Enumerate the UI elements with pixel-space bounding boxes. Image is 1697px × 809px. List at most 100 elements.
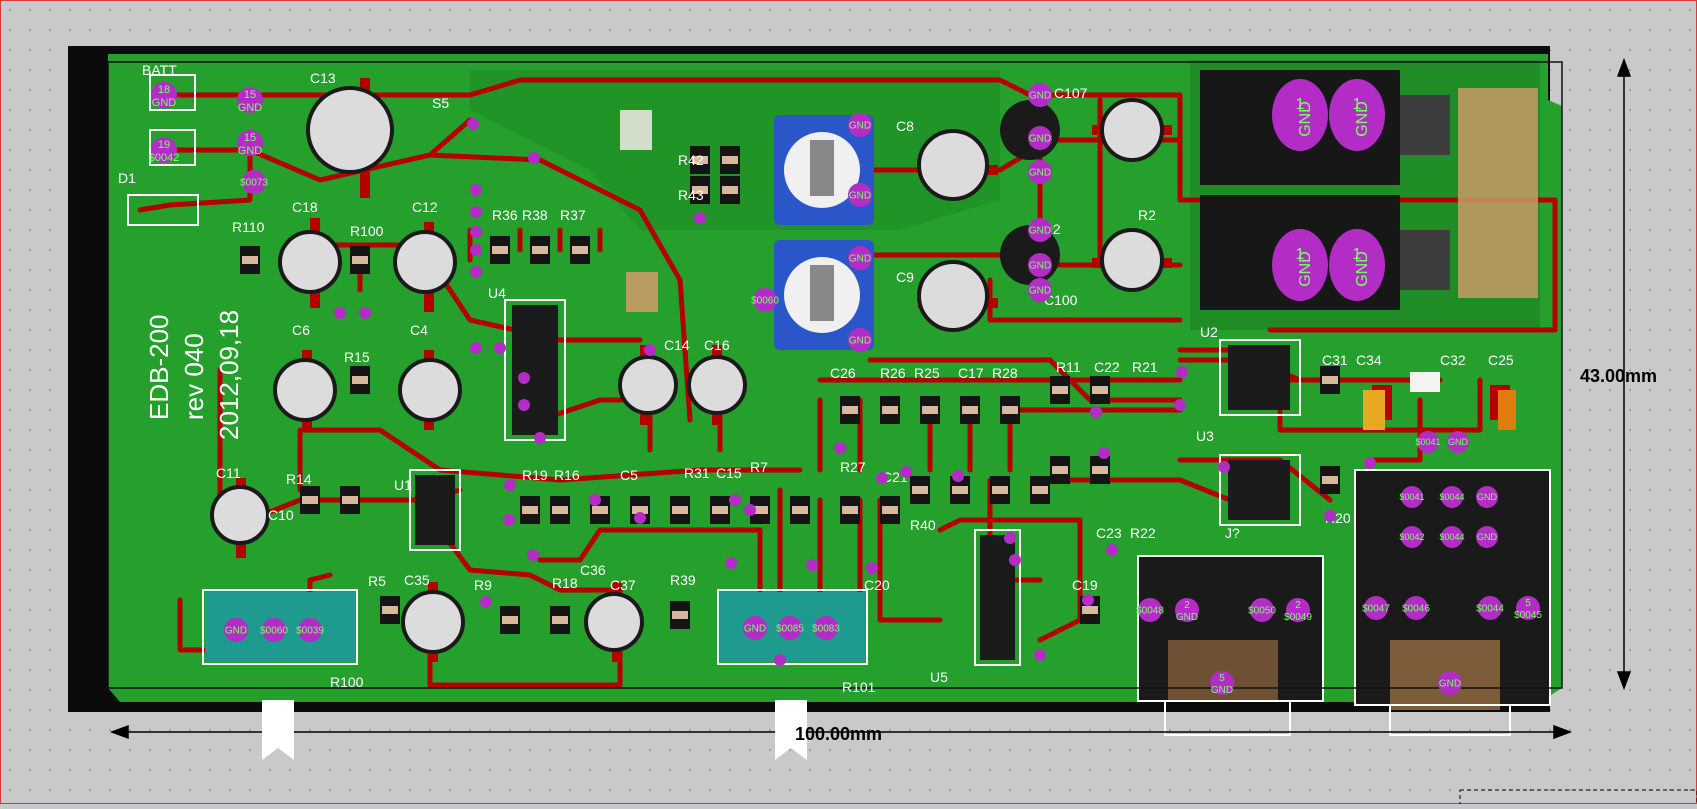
component-designator: R37 — [560, 207, 586, 223]
pad-net-label: GND — [1211, 685, 1233, 696]
via — [1004, 532, 1016, 544]
via — [1034, 649, 1046, 661]
via — [866, 562, 878, 574]
pad-shape — [1329, 229, 1385, 301]
pad[interactable]: GND — [848, 246, 872, 270]
pad[interactable]: $0047 — [1362, 596, 1390, 620]
pad-shape — [1272, 79, 1328, 151]
pad[interactable]: GND — [1028, 278, 1052, 302]
smd-body — [752, 506, 768, 514]
component-designator: U2 — [1200, 324, 1218, 340]
component-designator: R39 — [670, 572, 696, 588]
smd-body — [692, 156, 708, 164]
pad-net-label: $0073 — [240, 177, 268, 188]
smd-body — [672, 611, 688, 619]
pad[interactable]: $0044 — [1439, 486, 1465, 508]
pad[interactable]: $0044 — [1476, 596, 1504, 620]
pad-net-label: $0083 — [812, 623, 840, 634]
pad[interactable]: GND — [848, 113, 872, 137]
component-designator: R2 — [1138, 207, 1156, 223]
pad-net-label: GND — [1448, 437, 1469, 447]
component-designator: C4 — [410, 322, 428, 338]
component-designator: BATT — [142, 62, 177, 78]
pad-shape — [1404, 596, 1428, 620]
smd-body — [922, 406, 938, 414]
via — [1098, 447, 1110, 459]
pad-net-label: GND — [1297, 251, 1314, 287]
pad[interactable]: GND — [1028, 126, 1052, 150]
pad-shape — [1441, 486, 1463, 508]
component-designator: R25 — [914, 365, 940, 381]
pad[interactable]: $0060 — [260, 618, 288, 642]
pad[interactable]: $0073 — [240, 170, 268, 194]
pad-number: 1 — [1296, 246, 1305, 263]
component-designator: R7 — [750, 459, 768, 475]
pad[interactable]: GND — [848, 183, 872, 207]
pad[interactable]: 5$0045 — [1514, 596, 1542, 621]
bottom-connectors — [1138, 470, 1550, 710]
pad[interactable]: GND — [1028, 218, 1052, 242]
pad-net-label: GND — [1029, 133, 1051, 144]
via — [1082, 594, 1094, 606]
component-designator: R22 — [1130, 525, 1156, 541]
pad[interactable]: GND — [224, 618, 248, 642]
pad[interactable]: $0046 — [1402, 596, 1430, 620]
component-designator: C11 — [216, 465, 241, 481]
pad[interactable]: $0083 — [812, 616, 840, 640]
pad[interactable]: GND — [1476, 486, 1498, 508]
pad[interactable]: $0041 — [1415, 431, 1441, 453]
pad[interactable]: $0039 — [296, 618, 324, 642]
smd-body — [522, 506, 538, 514]
component-designator: R27 — [840, 459, 866, 475]
via — [1364, 457, 1376, 469]
pad-net-label: $0042 — [149, 152, 180, 164]
pad-shape — [1138, 598, 1162, 622]
smd-body — [1052, 386, 1068, 394]
pad[interactable]: GND — [1028, 253, 1052, 277]
pad[interactable]: GND — [1438, 671, 1462, 695]
pad[interactable]: 19$0042 — [149, 137, 180, 164]
pad-shape — [1250, 598, 1274, 622]
pad-net-label: GND — [1354, 251, 1371, 287]
pad[interactable]: $0085 — [776, 616, 804, 640]
pad[interactable]: $0042 — [1399, 526, 1425, 548]
component-designator: R14 — [286, 471, 312, 487]
component-designator: C13 — [310, 70, 336, 86]
electrolytic-capacitor — [393, 230, 457, 294]
pad[interactable]: $0048 — [1136, 598, 1164, 622]
component-designator: U3 — [1196, 428, 1214, 444]
pad[interactable]: GND — [743, 616, 767, 640]
via — [644, 344, 656, 356]
smd-body — [572, 246, 588, 254]
pad-net-label: $0047 — [1362, 603, 1390, 614]
pad[interactable]: GND — [1447, 431, 1469, 453]
pad[interactable]: $0041 — [1399, 486, 1425, 508]
pad[interactable]: $0060 — [751, 288, 779, 312]
component-designator: C10 — [268, 507, 294, 523]
pad[interactable]: 2$0049 — [1284, 598, 1312, 623]
pad[interactable]: $0044 — [1439, 526, 1465, 548]
pad[interactable]: GND — [1476, 526, 1498, 548]
pad-shape — [1447, 431, 1469, 453]
pad-shape — [848, 113, 872, 137]
pad[interactable]: $0050 — [1248, 598, 1276, 622]
smd-body — [722, 156, 738, 164]
pad[interactable]: GND — [848, 328, 872, 352]
component-designator: C12 — [412, 199, 438, 215]
pad[interactable]: GND — [1028, 160, 1052, 184]
smd-body — [1002, 406, 1018, 414]
pad-net-label: GND — [1029, 260, 1051, 271]
component-designator: R19 — [522, 467, 548, 483]
pad[interactable]: GND — [1028, 83, 1052, 107]
